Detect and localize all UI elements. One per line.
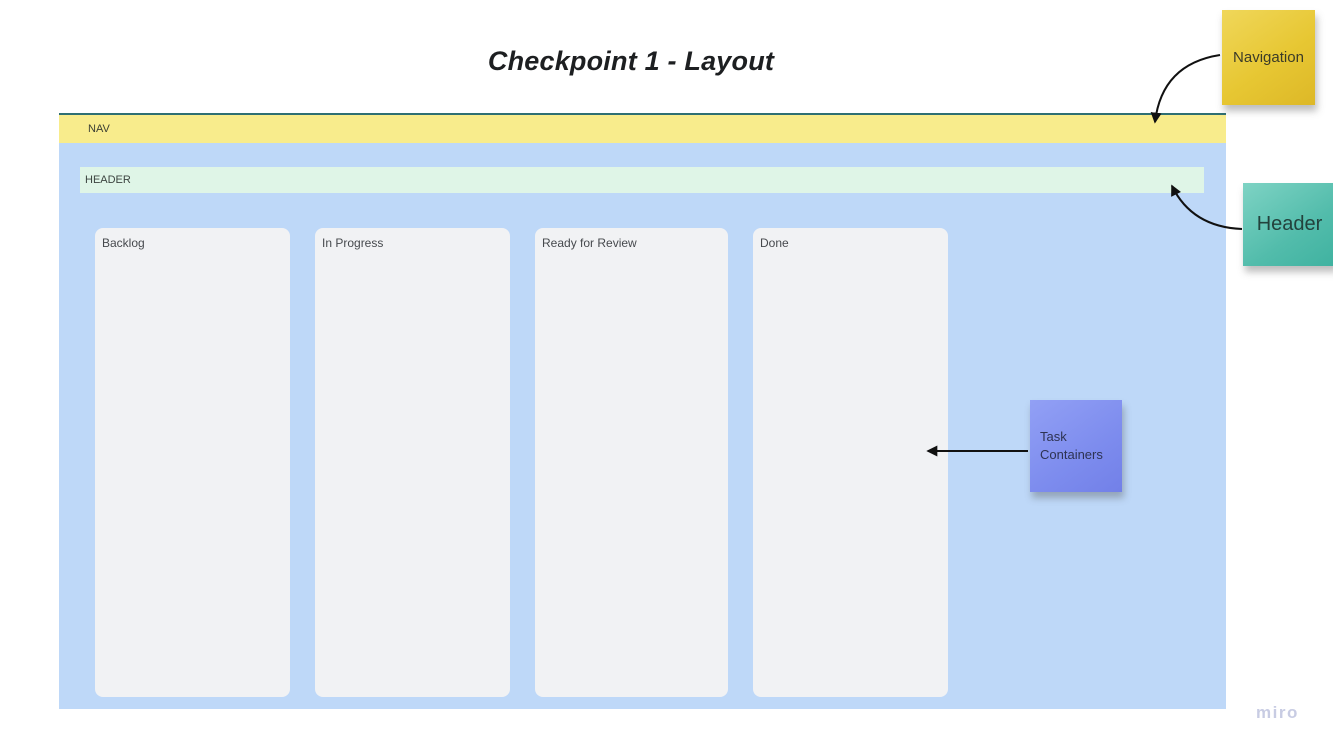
sticky-note-label: Header — [1256, 213, 1323, 235]
sticky-note-header[interactable]: Header — [1243, 183, 1333, 266]
column-label: Done — [760, 236, 789, 250]
sticky-note-navigation[interactable]: Navigation — [1222, 10, 1315, 105]
column-in-progress[interactable]: In Progress — [315, 228, 510, 697]
sticky-note-label: Task Containers — [1040, 429, 1103, 462]
sticky-note-task-containers[interactable]: Task Containers — [1030, 400, 1122, 492]
header-bar[interactable]: HEADER — [80, 167, 1204, 193]
layout-frame[interactable]: NAV HEADER Backlog In Progress Ready for… — [59, 113, 1226, 709]
column-ready-for-review[interactable]: Ready for Review — [535, 228, 728, 697]
nav-bar-label: NAV — [88, 123, 110, 135]
connector-navigation-arrow[interactable] — [1150, 54, 1221, 124]
column-done[interactable]: Done — [753, 228, 948, 697]
column-backlog[interactable]: Backlog — [95, 228, 290, 697]
sticky-note-label: Navigation — [1233, 49, 1304, 66]
column-label: Ready for Review — [542, 236, 637, 250]
nav-bar[interactable]: NAV — [59, 115, 1226, 143]
column-label: In Progress — [322, 236, 384, 250]
board-title[interactable]: Checkpoint 1 - Layout — [487, 46, 775, 76]
connector-header-arrow[interactable] — [1171, 184, 1243, 230]
column-label: Backlog — [102, 236, 145, 250]
header-bar-label: HEADER — [85, 174, 131, 186]
miro-logo: miro — [1256, 703, 1299, 722]
